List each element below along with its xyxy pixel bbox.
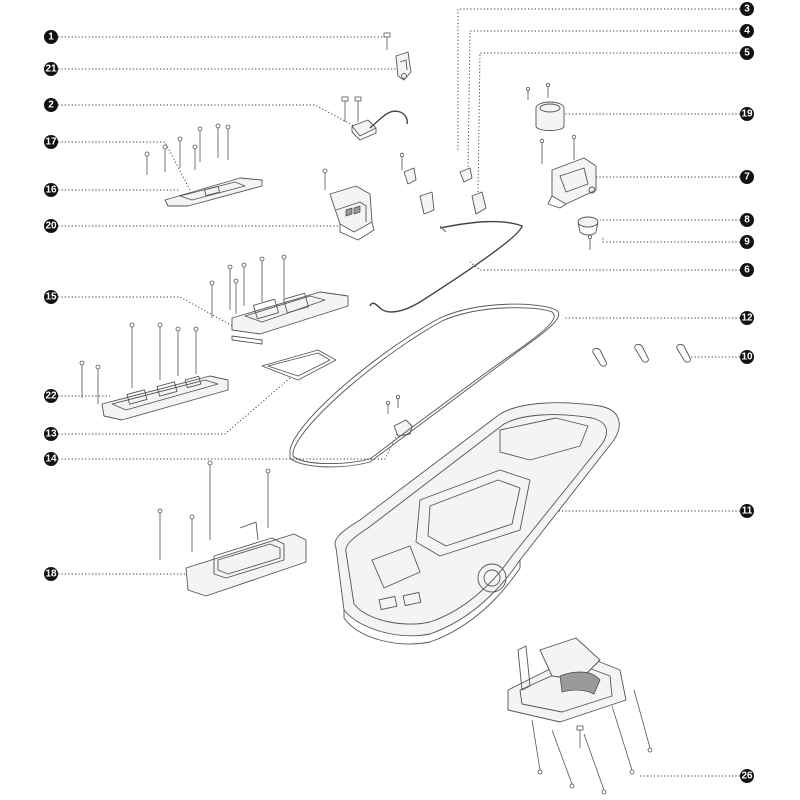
callout-5: 5 (740, 46, 754, 60)
callout-3: 3 (740, 2, 754, 16)
part-10-clips (592, 343, 691, 367)
svg-text:18: 18 (45, 569, 57, 580)
callout-20: 20 (44, 219, 58, 233)
svg-text:9: 9 (744, 237, 750, 248)
callout-11: 11 (740, 504, 754, 518)
part-12-gasket (289, 303, 560, 468)
part-26-assembly (507, 637, 653, 795)
svg-text:21: 21 (45, 64, 57, 75)
callout-22: 22 (44, 389, 58, 403)
callout-8: 8 (740, 213, 754, 227)
svg-text:19: 19 (741, 109, 753, 120)
svg-text:8: 8 (744, 215, 750, 226)
svg-text:3: 3 (744, 4, 750, 15)
svg-text:1: 1 (48, 32, 54, 43)
callout-7: 7 (740, 170, 754, 184)
callout-9: 9 (740, 235, 754, 249)
svg-text:26: 26 (741, 771, 753, 782)
svg-text:6: 6 (744, 265, 750, 276)
svg-text:22: 22 (45, 391, 57, 402)
part-2-sensor (341, 96, 408, 141)
part-19-cylinder (526, 83, 565, 131)
svg-text:13: 13 (45, 429, 57, 440)
part-9-screw (588, 234, 593, 250)
svg-text:15: 15 (45, 292, 57, 303)
svg-text:5: 5 (744, 48, 750, 59)
part-14-connector (385, 394, 413, 437)
part-3-clip (399, 152, 417, 185)
part-21-bracket (395, 51, 412, 81)
callout-16: 16 (44, 183, 58, 197)
part-1-screw (383, 32, 391, 50)
callout-15: 15 (44, 290, 58, 304)
callout-badges: 1 21 2 17 16 20 15 22 13 14 18 3 4 5 19 … (44, 2, 754, 783)
callout-12: 12 (740, 311, 754, 325)
part-20-connector (322, 168, 375, 241)
callout-1: 1 (44, 30, 58, 44)
callout-26: 26 (740, 769, 754, 783)
callout-14: 14 (44, 452, 58, 466)
part-8-round (577, 216, 599, 236)
svg-text:16: 16 (45, 185, 57, 196)
svg-text:4: 4 (744, 26, 750, 37)
part-6-cable (369, 220, 523, 313)
part-15-pcb (209, 254, 349, 345)
svg-text:2: 2 (48, 100, 54, 111)
part-11-housing (334, 402, 620, 645)
callout-10: 10 (740, 350, 754, 364)
part-16-plate (164, 177, 263, 207)
svg-text:11: 11 (742, 506, 753, 517)
callout-17: 17 (44, 135, 58, 149)
part-4-clip (419, 167, 473, 215)
callout-4: 4 (740, 24, 754, 38)
svg-text:20: 20 (45, 221, 57, 232)
part-7-bracket (539, 134, 597, 209)
svg-text:12: 12 (741, 313, 753, 324)
callout-21: 21 (44, 62, 58, 76)
callout-6: 6 (740, 263, 754, 277)
svg-text:14: 14 (45, 454, 57, 465)
callout-18: 18 (44, 567, 58, 581)
svg-text:7: 7 (744, 172, 750, 183)
callout-13: 13 (44, 427, 58, 441)
svg-text:10: 10 (741, 352, 753, 363)
part-13-gasket (261, 349, 337, 381)
callout-2: 2 (44, 98, 58, 112)
part-22-pcb (79, 322, 229, 421)
part-5-clip (471, 191, 487, 215)
svg-text:17: 17 (45, 137, 57, 148)
callout-19: 19 (740, 107, 754, 121)
part-17-screws (144, 123, 231, 175)
part-18-frame (157, 460, 307, 597)
